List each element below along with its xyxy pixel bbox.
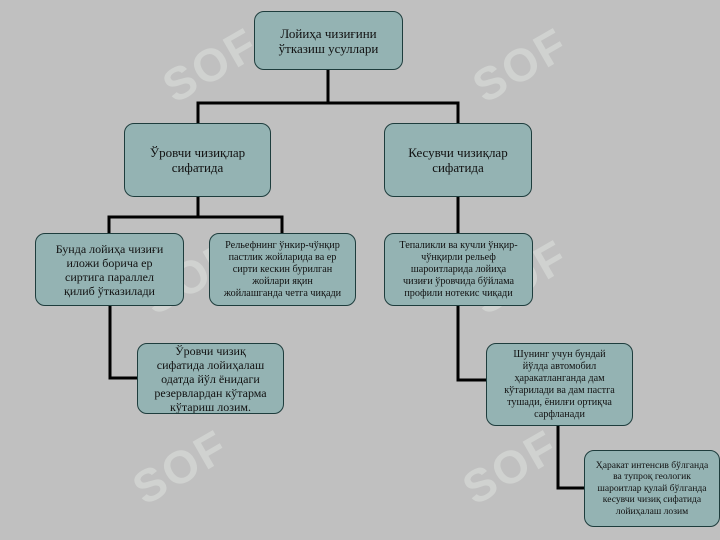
node-root: Лойиҳа чизиғини ўтказиш усуллари: [254, 11, 403, 70]
node-parallel-text: Бунда лойиҳа чизиғи иложи борича ер сирт…: [55, 241, 164, 298]
node-level-mode-text: Ўровчи чизиқлар сифатида: [149, 145, 246, 175]
connector-hilly-therefore: [456, 306, 486, 382]
node-level-mode: Ўровчи чизиқлар сифатида: [124, 123, 271, 197]
node-level-design: Ўровчи чизиқ сифатида лойиҳалаш одатда й…: [137, 343, 284, 414]
node-therefore: Шунинг учун бундай йўлда автомобил ҳарак…: [486, 343, 633, 426]
node-root-text: Лойиҳа чизиғини ўтказиш усуллари: [278, 25, 379, 56]
node-traffic-text: Ҳаракат интенсив бўлганда ва тупроқ геол…: [595, 459, 709, 517]
node-hilly-text: Тепаликли ва кучли ўнқир- чўнқирли релье…: [399, 239, 518, 299]
node-level-design-text: Ўровчи чизиқ сифатида лойиҳалаш одатда й…: [154, 343, 267, 414]
connector-parallel-design: [108, 306, 137, 380]
node-cut-mode: Кесувчи чизиқлар сифатида: [384, 123, 532, 197]
node-relief: Рельефнинг ўнкир-чўнқир пастлик жойларид…: [209, 233, 356, 306]
connector-therefore-traffic: [556, 426, 584, 490]
node-traffic: Ҳаракат интенсив бўлганда ва тупроқ геол…: [584, 450, 720, 527]
node-hilly: Тепаликли ва кучли ўнқир- чўнқирли релье…: [384, 233, 533, 306]
node-therefore-text: Шунинг учун бундай йўлда автомобил ҳарак…: [504, 348, 615, 420]
node-cut-mode-text: Кесувчи чизиқлар сифатида: [408, 145, 508, 175]
connector-root-split: [196, 70, 460, 123]
node-parallel: Бунда лойиҳа чизиғи иложи борича ер сирт…: [35, 233, 184, 306]
connector-level-split: [107, 197, 284, 233]
node-relief-text: Рельефнинг ўнкир-чўнқир пастлик жойларид…: [223, 239, 342, 299]
